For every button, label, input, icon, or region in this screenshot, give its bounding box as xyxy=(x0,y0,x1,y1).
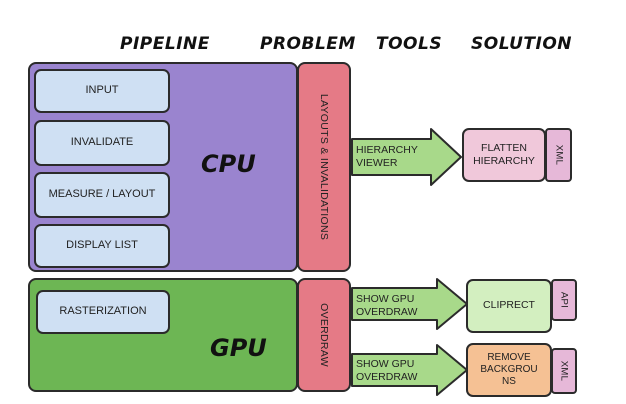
stage-display-list: DISPLAY LIST xyxy=(34,224,170,268)
problem-overdraw-label: OVERDRAW xyxy=(318,303,330,367)
cpu-label: CPU xyxy=(201,150,256,178)
solution-cliprect-tag: API xyxy=(551,279,577,321)
solution-remove-tag: XML xyxy=(551,348,577,394)
stage-input: INPUT xyxy=(34,69,170,113)
cpu-panel: INPUT INVALIDATE MEASURE / LAYOUT DISPLA… xyxy=(28,62,298,272)
solution-cliprect-tag-label: API xyxy=(558,291,570,309)
problem-layouts-label: LAYOUTS & INVALIDATIONS xyxy=(318,93,330,241)
stage-rasterization: RASTERIZATION xyxy=(36,290,170,334)
solution-flatten-tag: XML xyxy=(545,128,572,182)
tool-arrow-overdraw-1 xyxy=(351,278,468,330)
stage-invalidate: INVALIDATE xyxy=(34,120,170,166)
gpu-label: GPU xyxy=(210,334,267,362)
header-problem: PROBLEM xyxy=(260,34,356,54)
stage-invalidate-label: INVALIDATE xyxy=(70,136,134,149)
header-tools: TOOLS xyxy=(376,34,443,54)
stage-measure-layout-label: MEASURE / LAYOUT xyxy=(48,188,156,201)
stage-measure-layout: MEASURE / LAYOUT xyxy=(34,172,170,218)
header-solution: SOLUTION xyxy=(471,34,573,54)
stage-rasterization-label: RASTERIZATION xyxy=(59,305,147,318)
stage-display-list-label: DISPLAY LIST xyxy=(66,239,138,252)
problem-overdraw: OVERDRAW xyxy=(297,278,351,392)
solution-flatten-tag-label: XML xyxy=(553,144,564,166)
gpu-panel: RASTERIZATION GPU xyxy=(28,278,298,392)
tool-arrow-overdraw-2 xyxy=(351,344,468,396)
problem-layouts-invalidations: LAYOUTS & INVALIDATIONS xyxy=(297,62,351,272)
solution-remove-tag-label: XML xyxy=(558,360,570,382)
header-pipeline: PIPELINE xyxy=(120,34,210,54)
tool-arrow-hierarchy xyxy=(351,128,462,186)
solution-cliprect: CLIPRECT xyxy=(466,279,552,333)
stage-input-label: INPUT xyxy=(85,84,119,97)
